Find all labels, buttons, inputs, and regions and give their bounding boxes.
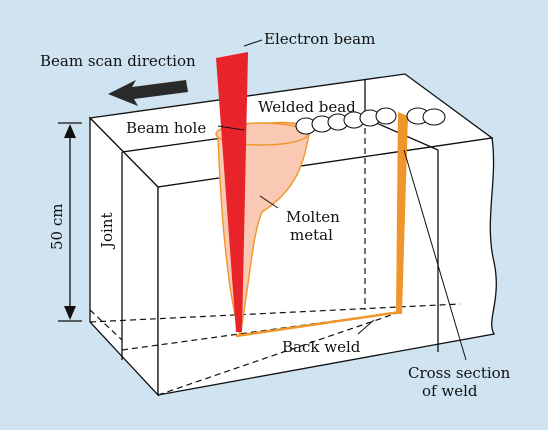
back-weld-leader <box>357 319 375 335</box>
thickness-arrow-down-icon <box>64 306 76 320</box>
scan-direction-arrow-icon <box>108 80 188 106</box>
hidden-back-line <box>89 303 461 323</box>
cross-section-leader <box>403 149 467 361</box>
electron-beam <box>216 52 248 332</box>
thickness-arrow-up-icon <box>64 124 76 138</box>
welded-bead-group <box>295 107 446 135</box>
label-back-weld: Back weld <box>282 338 361 356</box>
label-molten: Molten <box>286 208 340 226</box>
label-welded-bead: Welded bead <box>258 98 356 116</box>
label-beam-hole: Beam hole <box>126 119 206 137</box>
bead-8 <box>422 108 446 126</box>
label-joint: Joint <box>98 212 116 250</box>
hidden-left-short <box>89 309 123 341</box>
label-electron-beam: Electron beam <box>264 30 375 48</box>
label-thickness: 50 cm <box>48 204 66 250</box>
molten-metal-leader <box>259 195 279 209</box>
electron-beam-leader <box>243 39 263 47</box>
hidden-diagonal <box>157 311 401 396</box>
beam-hole-leader <box>217 125 245 131</box>
bead-6 <box>375 107 397 125</box>
label-beam-scan-direction: Beam scan direction <box>40 52 196 70</box>
back-weld-line <box>235 310 401 338</box>
label-metal: metal <box>290 226 333 244</box>
label-cross-section: Cross section <box>408 364 511 382</box>
cross-section-of-weld <box>396 112 408 314</box>
label-of-weld: of weld <box>422 382 478 400</box>
